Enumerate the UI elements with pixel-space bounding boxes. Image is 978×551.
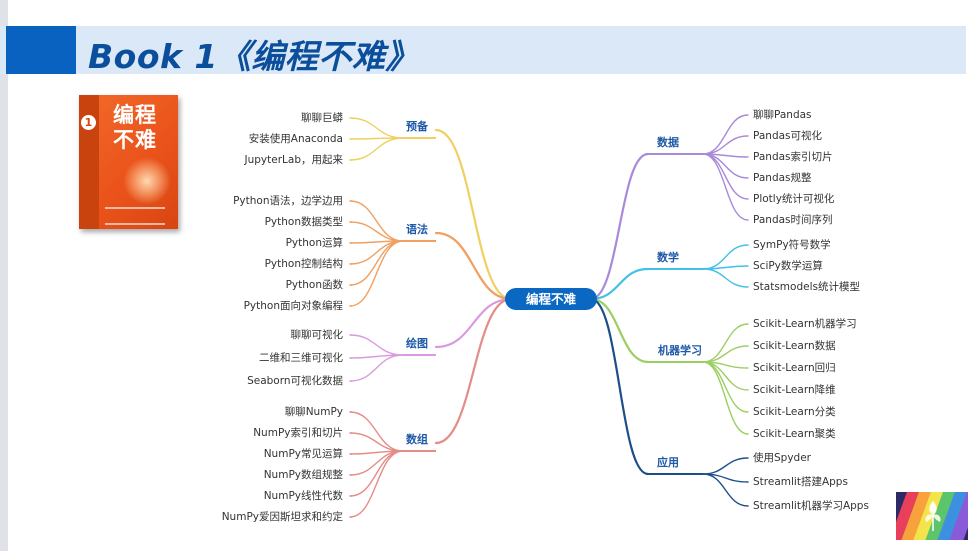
- leaf-label: 聊聊Pandas: [753, 108, 812, 121]
- center-node-label: 编程不难: [526, 292, 577, 307]
- edge-leaf: [702, 457, 749, 475]
- branch-label: 语法: [406, 222, 428, 236]
- leaf-label: Python函数: [286, 278, 344, 291]
- edge-center-to-数组: [434, 297, 513, 445]
- leaf-label: 聊聊NumPy: [285, 405, 343, 418]
- edge-leaf: [349, 411, 404, 452]
- leaf-label: Scikit-Learn回归: [753, 361, 836, 374]
- edge-leaf: [702, 153, 749, 179]
- leaf-label: Python数据类型: [265, 215, 343, 228]
- leaf-label: Python运算: [286, 236, 343, 249]
- leaf-label: Streamlit机器学习Apps: [753, 499, 869, 512]
- leaf-label: Python语法，边学边用: [233, 194, 343, 207]
- edge-center-to-数学: [589, 267, 650, 301]
- edge-center-to-数据: [589, 152, 650, 301]
- branch-label: 数据: [657, 135, 679, 149]
- branch-label: 预备: [406, 119, 429, 133]
- edge-center-to-应用: [589, 297, 650, 476]
- edge-leaf: [349, 334, 404, 356]
- leaf-label: Scikit-Learn数据: [753, 339, 836, 352]
- leaf-label: NumPy线性代数: [264, 489, 344, 502]
- leaf-label: Python控制结构: [265, 257, 343, 270]
- leaf-label: Scikit-Learn降维: [753, 383, 836, 396]
- book-number-badge: 1: [81, 115, 96, 130]
- edge-leaf: [702, 153, 749, 221]
- edge-leaf: [702, 244, 749, 270]
- book-cover-title: 编程 不难: [113, 103, 173, 153]
- branch-label: 数学: [657, 250, 679, 264]
- edge-leaf: [702, 114, 749, 155]
- edge-leaf: [349, 450, 404, 476]
- edge-leaf: [702, 323, 749, 363]
- edge-leaf: [349, 200, 404, 242]
- book-title-line2: 不难: [113, 128, 157, 152]
- edge-leaf: [702, 135, 749, 155]
- leaf-label: Pandas索引切片: [753, 150, 833, 163]
- leaf-label: Pandas时间序列: [753, 213, 833, 226]
- edge-leaf: [349, 450, 404, 518]
- leaf-label: SymPy符号数学: [753, 238, 831, 251]
- leaf-label: Streamlit搭建Apps: [753, 475, 848, 488]
- edge-leaf: [349, 137, 404, 161]
- center-node: [505, 288, 597, 310]
- edge-center-to-预备: [434, 128, 513, 301]
- edge-leaf: [349, 117, 404, 139]
- book-title-line1: 编程: [113, 103, 157, 127]
- edge-center-to-机器学习: [589, 297, 650, 364]
- leaf-label: 聊聊巨蟒: [301, 111, 343, 124]
- leaf-label: Pandas规整: [753, 171, 812, 184]
- edge-center-to-绘图: [434, 297, 513, 349]
- book-cover-lines: [105, 207, 165, 225]
- leaf-label: Scikit-Learn分类: [753, 405, 836, 418]
- edge-leaf: [349, 240, 404, 265]
- leaf-label: Scikit-Learn机器学习: [753, 317, 857, 330]
- leaf-label: NumPy常见运算: [264, 447, 343, 460]
- branch-label: 应用: [657, 455, 679, 469]
- leaf-label: Pandas可视化: [753, 129, 823, 142]
- leaf-label: Seaborn可视化数据: [247, 374, 343, 387]
- slide-title: Book 1《编程不难》: [88, 37, 419, 76]
- branch-label: 绘图: [406, 336, 428, 350]
- leaf-label: SciPy数学运算: [753, 259, 823, 272]
- side-strip: [0, 0, 8, 551]
- leaf-label: Statsmodels统计模型: [753, 280, 860, 293]
- edge-leaf: [702, 361, 749, 413]
- edge-leaf: [349, 432, 404, 452]
- leaf-label: NumPy爱因斯坦求和约定: [222, 510, 344, 523]
- edge-leaf: [349, 240, 404, 307]
- branch-label: 数组: [406, 432, 428, 446]
- leaf-label: 安装使用Anaconda: [249, 132, 343, 145]
- edge-leaf: [702, 268, 749, 288]
- leaf-label: NumPy索引和切片: [253, 426, 343, 439]
- title-bar: [0, 26, 966, 74]
- book-light-burst: [123, 157, 171, 205]
- leaf-label: 聊聊可视化: [291, 328, 344, 341]
- edge-leaf: [349, 354, 404, 382]
- leaf-label: Python面向对象编程: [244, 299, 344, 312]
- leaf-label: Scikit-Learn聚类: [753, 427, 836, 440]
- leaf-label: JupyterLab，用起来: [244, 154, 344, 166]
- edge-center-to-语法: [434, 231, 513, 301]
- book-cover-image: 1 编程 不难: [79, 95, 178, 229]
- edge-leaf: [349, 221, 404, 242]
- leaf-label: NumPy数组规整: [264, 468, 344, 481]
- leaf-label: 使用Spyder: [753, 451, 812, 464]
- edge-leaf: [702, 345, 749, 363]
- branch-label: 机器学习: [658, 343, 702, 357]
- leaf-label: 二维和三维可视化: [259, 351, 343, 364]
- iris-logo-icon: [896, 492, 968, 540]
- edge-leaf: [702, 361, 749, 435]
- edge-leaf: [702, 473, 749, 507]
- leaf-label: Plotly统计可视化: [753, 192, 835, 205]
- title-accent-block: [6, 26, 76, 74]
- iris-flower-icon: [925, 501, 941, 531]
